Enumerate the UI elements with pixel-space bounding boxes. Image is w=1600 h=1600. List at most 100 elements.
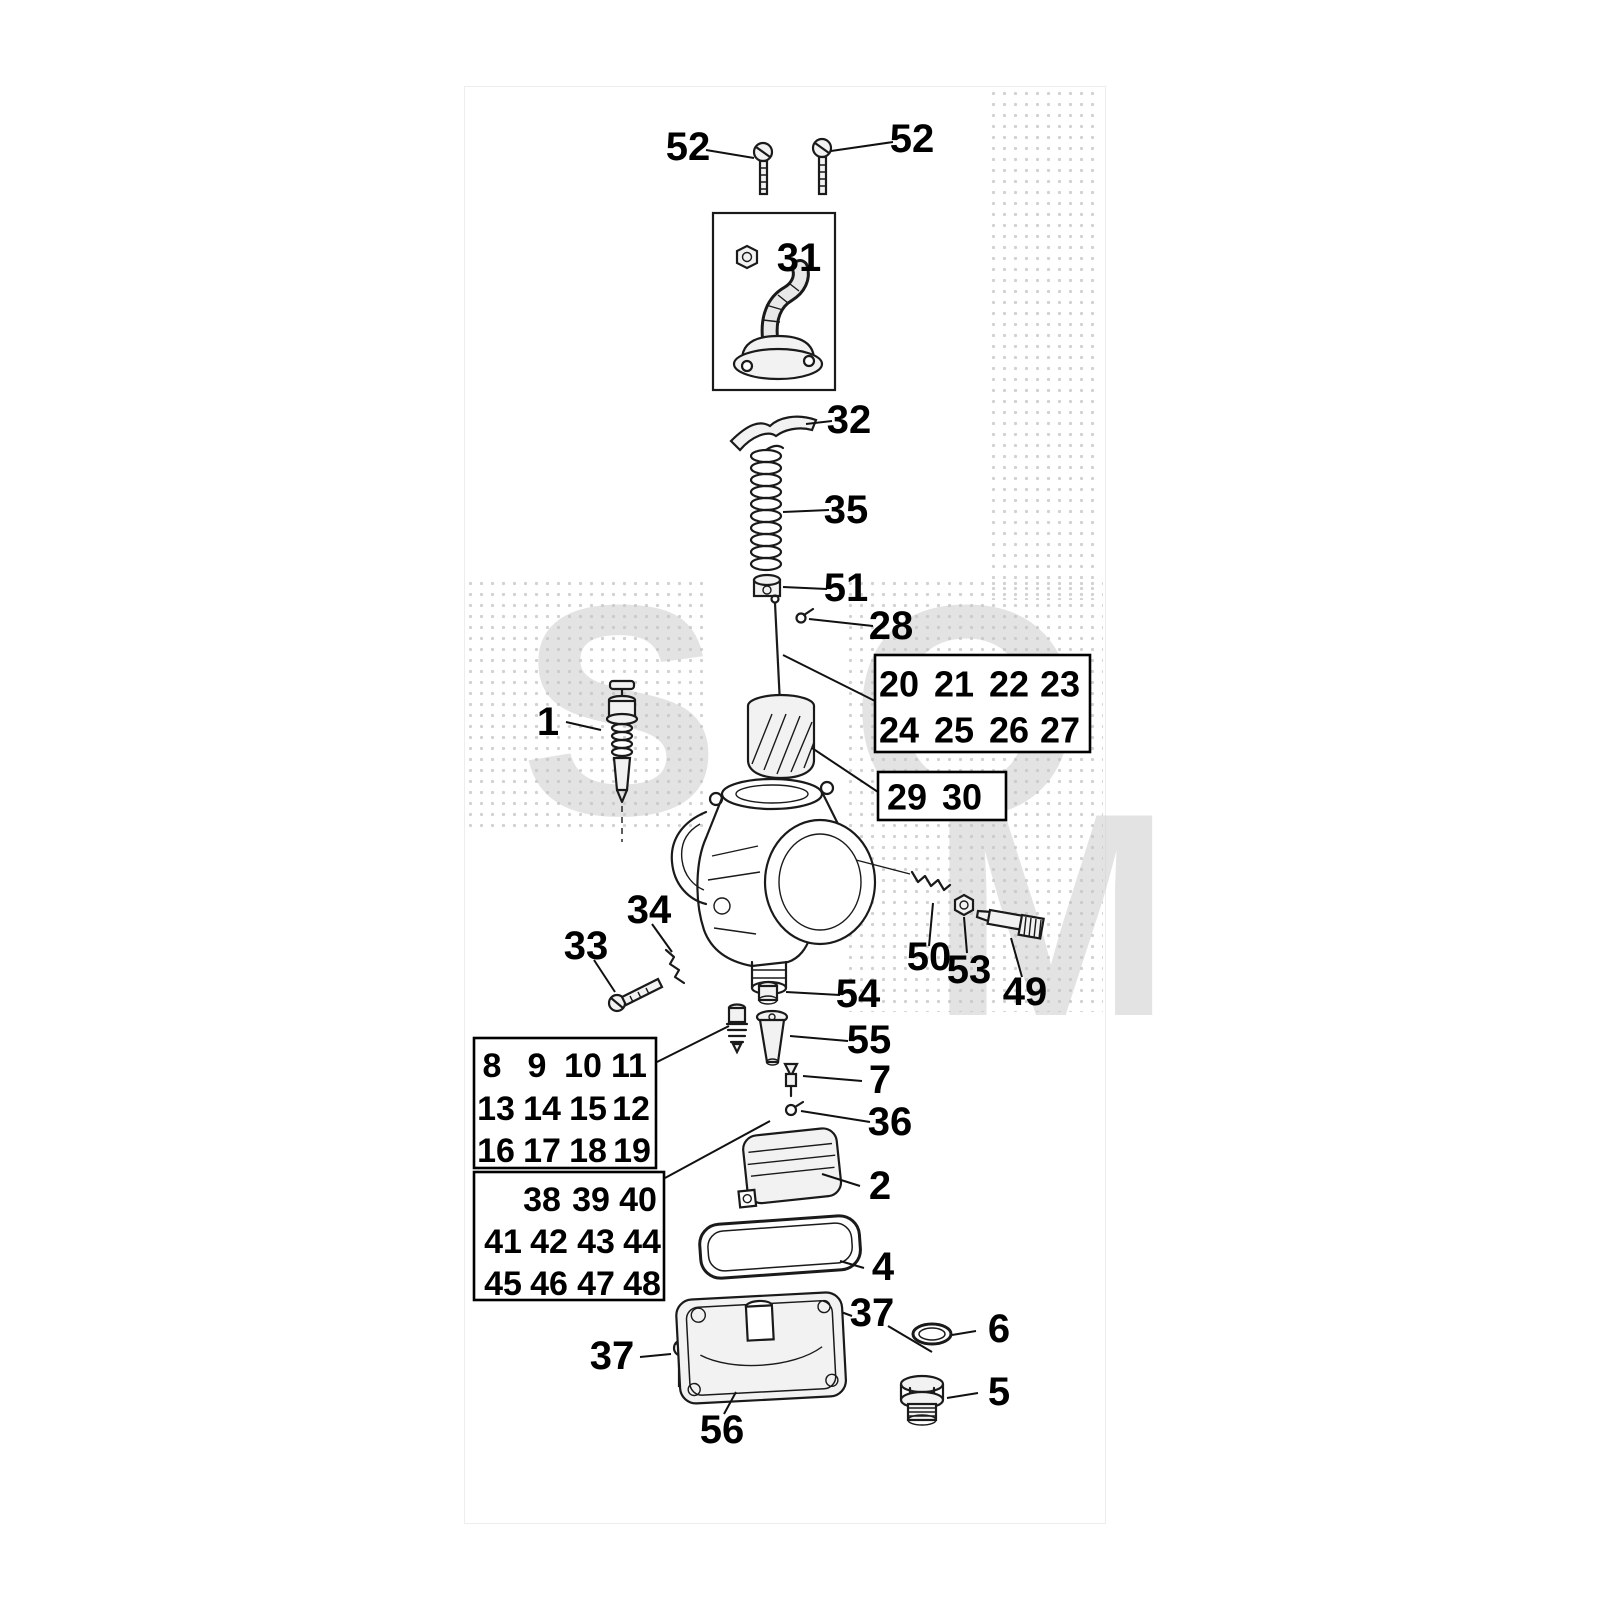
box-num: 14 [523,1090,561,1128]
part-drain-plug-5 [899,1374,945,1426]
callout-51: 51 [824,566,869,610]
box-num: 8 [483,1047,502,1085]
leader-28 [808,618,874,627]
leader-body-to-adjuster [855,859,911,875]
box-num: 23 [1040,664,1080,705]
leader-6 [951,1330,977,1336]
part-screw-33 [607,977,664,1013]
box-num: 21 [934,664,974,705]
callout-31: 31 [777,236,822,280]
callout-33: 33 [564,924,609,968]
callout-55: 55 [847,1018,892,1062]
box-num: 43 [577,1223,615,1261]
leader-7 [802,1075,863,1082]
callout-36: 36 [868,1100,913,1144]
leader-32 [805,420,833,425]
leader-50 [928,902,934,947]
box-num: 26 [989,710,1029,751]
leader-37-to-plug-area [887,1325,933,1353]
leader-36 [800,1110,871,1123]
box-num: 20 [879,664,919,705]
box-num: 42 [530,1223,568,1261]
callout-2: 2 [869,1164,891,1208]
leader-37-left [639,1353,672,1358]
box-num: 17 [523,1132,561,1170]
box-num: 12 [612,1090,650,1128]
part-nut-31 [735,244,759,270]
box-20-27: 20 21 22 23 24 25 26 27 [873,653,1092,754]
part-spring-50 [910,870,952,892]
box-num: 25 [934,710,974,751]
halftone-dots-left [465,578,709,834]
part-return-spring-35 [749,444,785,572]
part-throttle-slide [746,693,816,780]
box-num: 18 [569,1132,607,1170]
leader-4 [839,1260,865,1269]
leader-56 [723,1391,737,1415]
box-num: 47 [577,1265,615,1303]
box-num: 46 [530,1265,568,1303]
callout-52-right: 52 [890,117,935,161]
leader-5 [946,1392,979,1399]
leader-35 [782,509,830,513]
box-num: 39 [572,1181,610,1219]
part-float-2 [737,1127,843,1209]
part-idle-screw-49 [975,908,1045,940]
callout-35: 35 [824,488,869,532]
box-num: 9 [528,1047,547,1085]
part-float-bowl-56 [675,1291,847,1405]
leader-53 [963,916,968,954]
callout-53: 53 [947,948,992,992]
box-num: 48 [623,1265,661,1303]
leader-box-29-30 [811,747,879,793]
box-num: 41 [484,1223,522,1261]
box-num: 40 [619,1181,657,1219]
callout-6: 6 [988,1307,1010,1351]
part-choke-plunger-1 [605,679,639,842]
leader-box-8-19 [656,1025,730,1063]
part-cable-bracket-32 [729,415,818,452]
box-38-48: 38 39 40 41 42 43 44 45 46 47 48 [472,1170,666,1303]
callout-28: 28 [869,604,914,648]
box-num: 15 [569,1090,607,1128]
part-oring-6 [911,1322,953,1346]
callout-52-left: 52 [666,125,711,169]
leader-34 [651,923,673,953]
callout-34: 34 [627,888,672,932]
part-jet-needle [770,594,782,706]
part-needle-jet-55 [755,1009,789,1066]
box-8-19: 8 9 10 11 13 14 15 12 16 17 18 19 [472,1036,658,1170]
box-num: 16 [477,1132,515,1170]
part-needle-clip-28 [795,607,815,624]
callout-49: 49 [1003,970,1048,1014]
box-29-30: 29 30 [876,770,1008,822]
leader-55 [789,1035,849,1042]
box-num: 30 [942,777,982,818]
part-spring-seat-51 [752,573,782,598]
part-clip-36 [784,1100,805,1117]
part-nut-53 [953,893,975,917]
leader-54 [785,991,841,996]
part-bowl-gasket-4 [698,1214,862,1280]
callout-4: 4 [872,1245,895,1289]
callout-32: 32 [827,398,872,442]
part-carb-body [670,777,877,996]
box-num: 22 [989,664,1029,705]
leader-box-38-48 [664,1120,771,1179]
leader-box-20-27 [782,654,876,702]
leader-1 [565,721,602,731]
box-num: 44 [623,1223,661,1261]
halftone-dots-top-right [988,88,1102,600]
leader-49 [1010,937,1023,978]
part-pilot-jet [725,1003,749,1055]
callout-5: 5 [988,1370,1010,1414]
part-screw-52-right [811,137,833,196]
callout-54: 54 [836,972,881,1016]
callout-1: 1 [537,700,559,744]
callout-56: 56 [700,1408,745,1452]
box-num: 11 [611,1047,647,1085]
part-top-cover-group-31 [711,211,837,392]
part-washer-jet-54 [757,980,779,1005]
